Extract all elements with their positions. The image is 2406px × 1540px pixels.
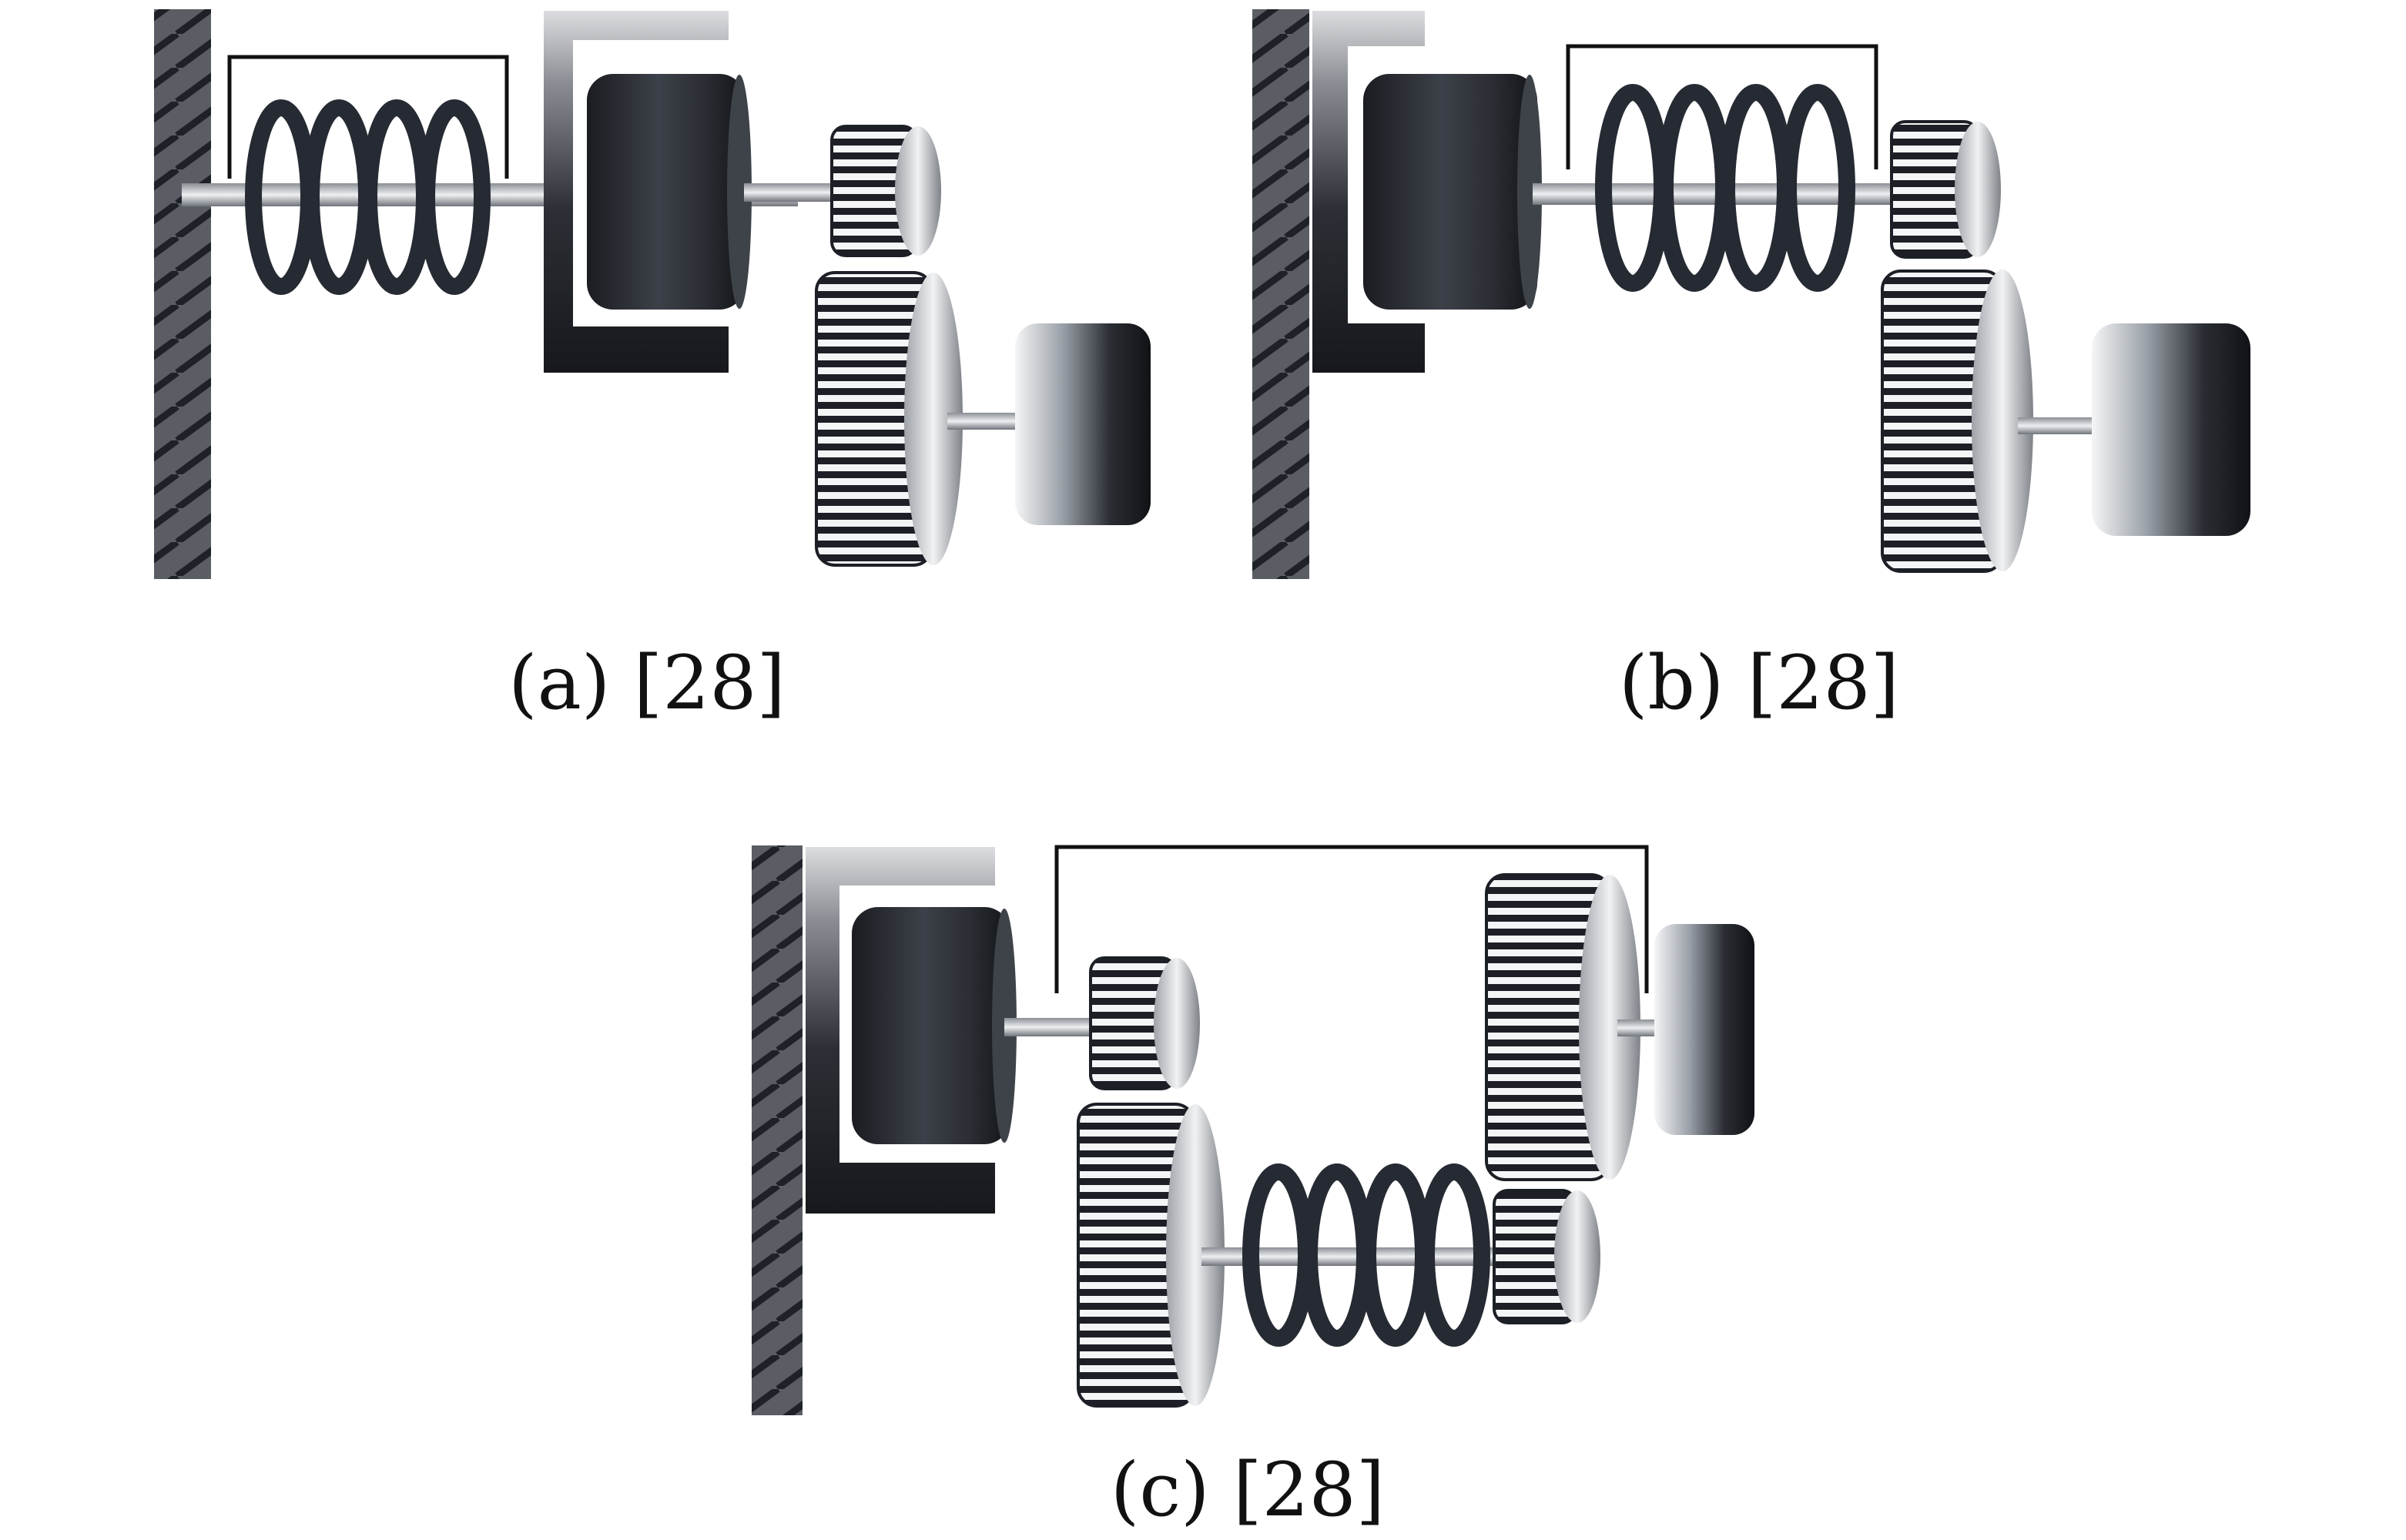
gear-icon (1890, 120, 2001, 259)
flywheel-icon (1015, 323, 1151, 525)
shaft (2018, 417, 2103, 434)
wall-hatch-icon (154, 9, 211, 579)
gear-icon (1077, 1103, 1225, 1408)
inertial-mass-icon (852, 907, 1017, 1144)
gear-icon (830, 125, 941, 257)
gear-icon (815, 271, 963, 567)
inertial-mass-icon (587, 74, 752, 310)
coil-spring-icon (245, 99, 491, 295)
panel-caption: (b) [28] (1619, 640, 1899, 726)
flywheel-icon (1654, 924, 1754, 1135)
shaft (744, 183, 836, 202)
panel-caption: (c) [28] (1111, 1447, 1385, 1533)
frame-line (227, 55, 509, 179)
frame-line (1054, 845, 1649, 993)
gear-icon (1485, 873, 1640, 1181)
flywheel-icon (2092, 323, 2250, 536)
shaft (947, 413, 1024, 430)
panel-a: (a) [28] (154, 9, 1151, 726)
gear-icon (1881, 270, 2033, 573)
gear-icon (1089, 956, 1200, 1090)
wall-hatch-icon (752, 845, 803, 1415)
coil-spring-icon (1242, 1163, 1490, 1347)
coil-spring-icon (1595, 84, 1855, 292)
frame-line (1566, 44, 1878, 169)
panel-c: (c) [28] (752, 845, 1754, 1533)
inertial-mass-icon (1363, 74, 1542, 310)
wall-hatch-icon (1252, 9, 1309, 579)
panel-caption: (a) [28] (508, 640, 786, 726)
gear-icon (1493, 1189, 1600, 1324)
shaft (1004, 1018, 1097, 1036)
panel-b: (b) [28] (1252, 9, 2250, 726)
